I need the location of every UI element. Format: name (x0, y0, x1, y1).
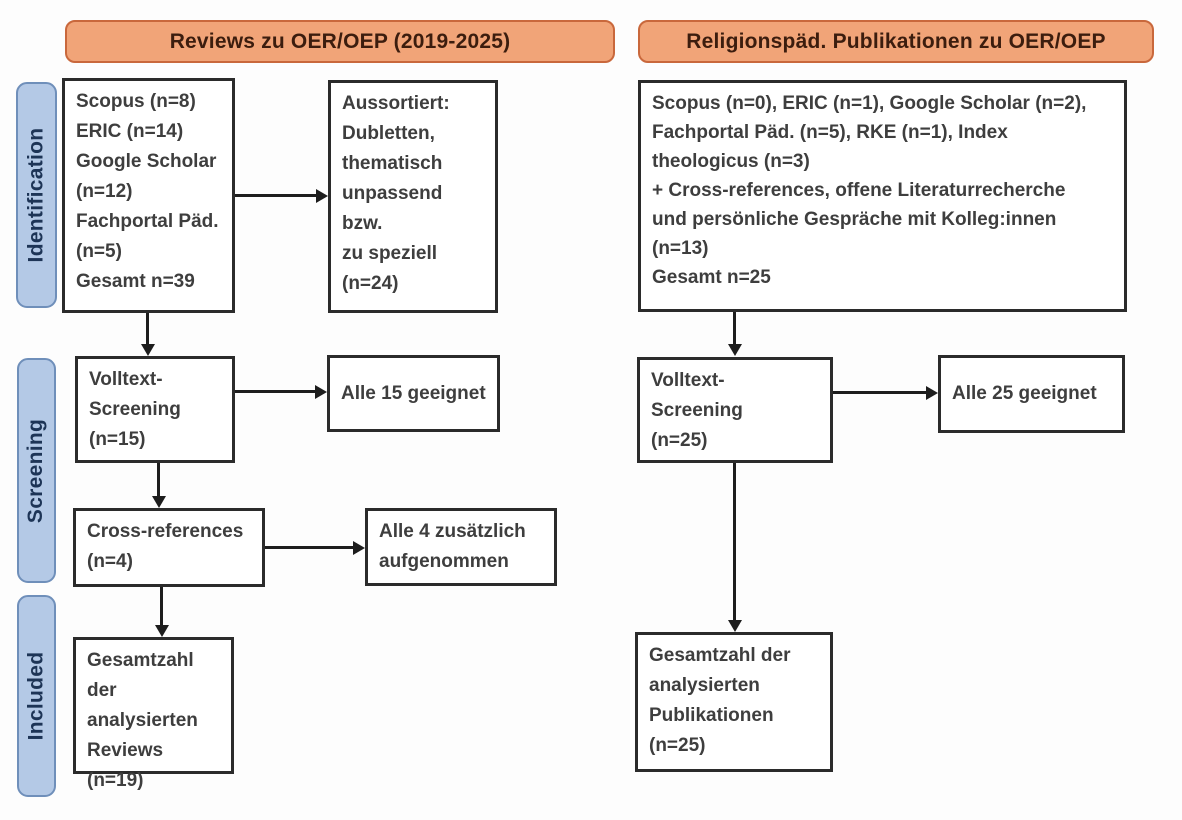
stage-pill-identification: Identification (16, 82, 57, 308)
box-right-sources: Scopus (n=0), ERIC (n=1), Google Scholar… (638, 80, 1127, 312)
arrow-left-fulltext-to-crossref (152, 463, 166, 508)
stage-label-screening: Screening (24, 418, 48, 523)
box-left-eligible: Alle 15 geeignet (327, 355, 500, 432)
arrow-right-sources-to-fulltext (728, 312, 742, 356)
banner-religionspaed: Religionspäd. Publikationen zu OER/OEP (638, 20, 1154, 63)
box-left-sources: Scopus (n=8) ERIC (n=14) Google Scholar … (62, 78, 235, 313)
arrow-left-sources-to-fulltext (141, 313, 155, 356)
arrow-left-fulltext-to-eligible (235, 385, 327, 399)
stage-pill-included: Included (17, 595, 56, 797)
stage-label-included: Included (24, 651, 48, 741)
box-left-added: Alle 4 zusätzlich aufgenommen (365, 508, 557, 586)
arrow-left-crossref-to-added (265, 541, 365, 555)
box-left-fulltext-screening: Volltext- Screening (n=15) (75, 356, 235, 463)
box-left-excluded: Aussortiert: Dubletten, thematisch unpas… (328, 80, 498, 313)
box-left-total: Gesamtzahl der analysierten Reviews (n=1… (73, 637, 234, 791)
stage-label-identification: Identification (24, 127, 48, 263)
stage-pill-screening: Screening (17, 358, 56, 583)
banner-reviews: Reviews zu OER/OEP (2019-2025) (65, 20, 615, 63)
arrow-right-fulltext-to-total (728, 463, 742, 632)
arrow-left-sources-to-excluded (235, 189, 328, 203)
box-right-eligible: Alle 25 geeignet (938, 355, 1125, 433)
box-left-crossref: Cross-references (n=4) (73, 508, 265, 587)
arrow-right-fulltext-to-eligible (833, 386, 938, 400)
box-right-total: Gesamtzahl der analysierten Publikatione… (635, 632, 833, 772)
box-right-fulltext-screening: Volltext- Screening (n=25) (637, 357, 833, 463)
arrow-left-crossref-to-total (155, 587, 169, 637)
